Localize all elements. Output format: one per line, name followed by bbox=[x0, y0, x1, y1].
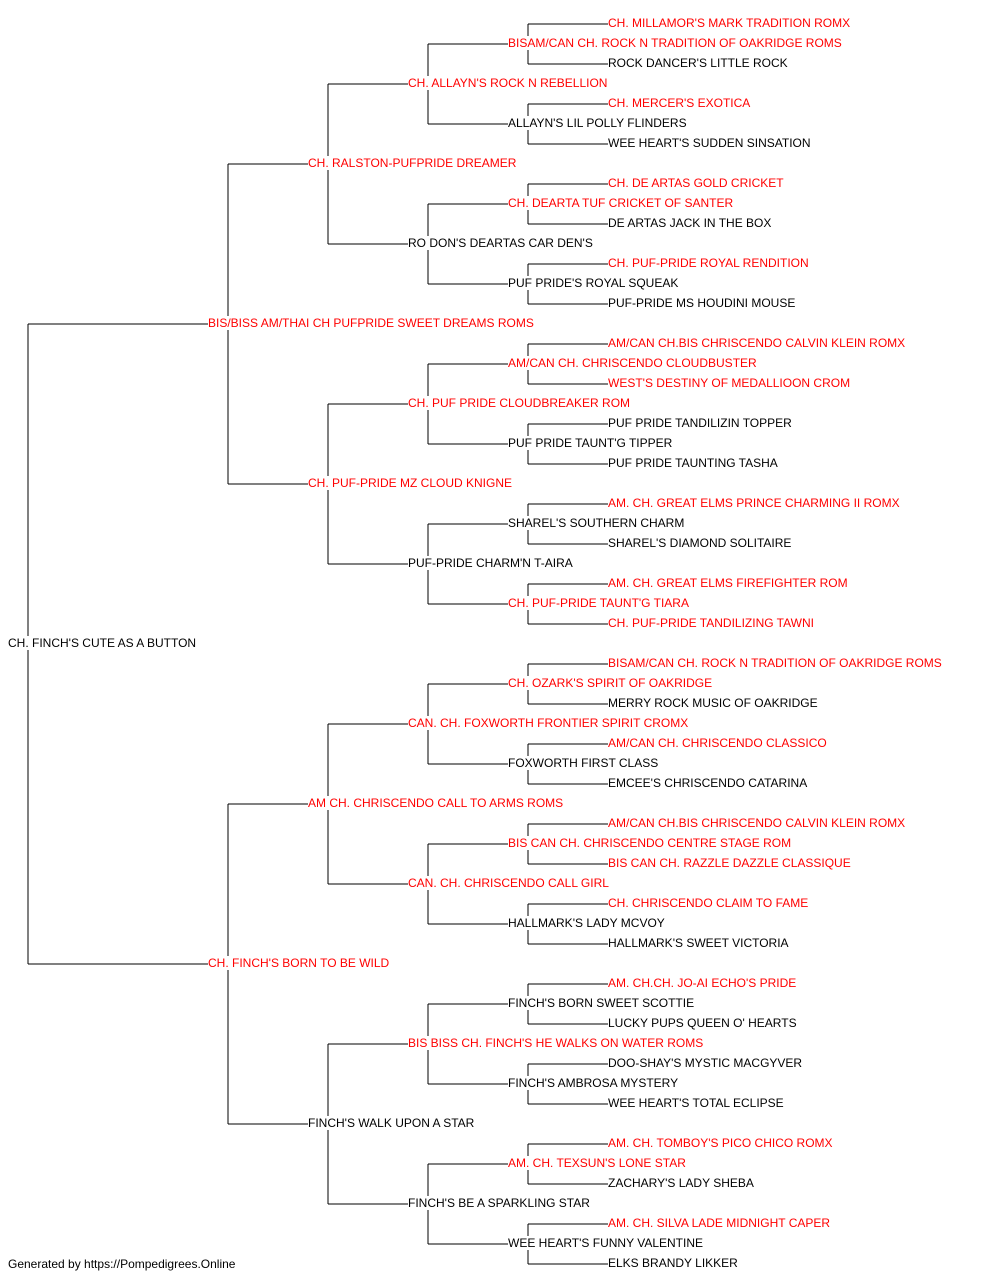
dam-name: WEST'S DESTINY OF MEDALLIOON CROM bbox=[608, 376, 852, 390]
dam-name: CH. PUF-PRIDE MZ CLOUD KNIGNE bbox=[308, 476, 514, 490]
sire-name: CH. DE ARTAS GOLD CRICKET bbox=[608, 176, 785, 190]
dam-name: CH. PUF-PRIDE TANDILIZING TAWNI bbox=[608, 616, 816, 630]
footer-credit: Generated by https://Pompedigrees.Online bbox=[8, 1257, 236, 1271]
dam-name: SHAREL'S DIAMOND SOLITAIRE bbox=[608, 536, 793, 550]
sire-name: AM. CH. GREAT ELMS FIREFIGHTER ROM bbox=[608, 576, 849, 590]
subject-dog-name: CH. FINCH'S CUTE AS A BUTTON bbox=[8, 636, 198, 650]
dam-name: EMCEE'S CHRISCENDO CATARINA bbox=[608, 776, 809, 790]
dam-name: PUF PRIDE TAUNTING TASHA bbox=[608, 456, 779, 470]
dam-name: PUF PRIDE'S ROYAL SQUEAK bbox=[508, 276, 680, 290]
dam-name: ELKS BRANDY LIKKER bbox=[608, 1256, 739, 1270]
dam-name: HALLMARK'S LADY MCVOY bbox=[508, 916, 666, 930]
sire-name: AM/CAN CH.BIS CHRISCENDO CALVIN KLEIN RO… bbox=[608, 816, 907, 830]
sire-name: AM. CH. GREAT ELMS PRINCE CHARMING II RO… bbox=[608, 496, 901, 510]
sire-name: CH. ALLAYN'S ROCK N REBELLION bbox=[408, 76, 609, 90]
dam-name: WEE HEART'S FUNNY VALENTINE bbox=[508, 1236, 704, 1250]
dam-name: PUF-PRIDE MS HOUDINI MOUSE bbox=[608, 296, 797, 310]
dam-name: FINCH'S AMBROSA MYSTERY bbox=[508, 1076, 680, 1090]
dam-name: FINCH'S WALK UPON A STAR bbox=[308, 1116, 476, 1130]
dam-name: ROCK DANCER'S LITTLE ROCK bbox=[608, 56, 789, 70]
sire-name: AM/CAN CH. CHRISCENDO CLOUDBUSTER bbox=[508, 356, 758, 370]
dam-name: DE ARTAS JACK IN THE BOX bbox=[608, 216, 773, 230]
dam-name: WEE HEART'S TOTAL ECLIPSE bbox=[608, 1096, 785, 1110]
sire-name: AM/CAN CH. CHRISCENDO CLASSICO bbox=[608, 736, 828, 750]
sire-name: CH. CHRISCENDO CLAIM TO FAME bbox=[608, 896, 810, 910]
dam-name: CAN. CH. CHRISCENDO CALL GIRL bbox=[408, 876, 610, 890]
sire-name: CH. PUF PRIDE CLOUDBREAKER ROM bbox=[408, 396, 632, 410]
sire-name: AM. CH.CH. JO-AI ECHO'S PRIDE bbox=[608, 976, 798, 990]
sire-name: AM. CH. TEXSUN'S LONE STAR bbox=[508, 1156, 687, 1170]
dam-name: ALLAYN'S LIL POLLY FLINDERS bbox=[508, 116, 688, 130]
dam-name: MERRY ROCK MUSIC OF OAKRIDGE bbox=[608, 696, 819, 710]
sire-name: CH. DEARTA TUF CRICKET OF SANTER bbox=[508, 196, 735, 210]
sire-name: AM CH. CHRISCENDO CALL TO ARMS ROMS bbox=[308, 796, 565, 810]
dam-name: CH. PUF-PRIDE TAUNT'G TIARA bbox=[508, 596, 690, 610]
sire-name: AM. CH. TOMBOY'S PICO CHICO ROMX bbox=[608, 1136, 834, 1150]
dam-name: LUCKY PUPS QUEEN O' HEARTS bbox=[608, 1016, 798, 1030]
dam-name: HALLMARK'S SWEET VICTORIA bbox=[608, 936, 790, 950]
dam-name: CH. FINCH'S BORN TO BE WILD bbox=[208, 956, 391, 970]
dam-name: PUF-PRIDE CHARM'N T-AIRA bbox=[408, 556, 574, 570]
sire-name: CAN. CH. FOXWORTH FRONTIER SPIRIT CROMX bbox=[408, 716, 690, 730]
sire-name: BISAM/CAN CH. ROCK N TRADITION OF OAKRID… bbox=[508, 36, 843, 50]
dam-name: WEE HEART'S SUDDEN SINSATION bbox=[608, 136, 812, 150]
sire-name: CH. PUF-PRIDE ROYAL RENDITION bbox=[608, 256, 810, 270]
sire-name: AM. CH. SILVA LADE MIDNIGHT CAPER bbox=[608, 1216, 832, 1230]
dam-name: RO DON'S DEARTAS CAR DEN'S bbox=[408, 236, 594, 250]
sire-name: CH. OZARK'S SPIRIT OF OAKRIDGE bbox=[508, 676, 714, 690]
sire-name: PUF PRIDE TANDILIZIN TOPPER bbox=[608, 416, 793, 430]
dam-name: FOXWORTH FIRST CLASS bbox=[508, 756, 660, 770]
sire-name: SHAREL'S SOUTHERN CHARM bbox=[508, 516, 686, 530]
sire-name: FINCH'S BORN SWEET SCOTTIE bbox=[508, 996, 696, 1010]
sire-name: BIS BISS CH. FINCH'S HE WALKS ON WATER R… bbox=[408, 1036, 705, 1050]
sire-name: AM/CAN CH.BIS CHRISCENDO CALVIN KLEIN RO… bbox=[608, 336, 907, 350]
dam-name: FINCH'S BE A SPARKLING STAR bbox=[408, 1196, 591, 1210]
sire-name: BIS CAN CH. CHRISCENDO CENTRE STAGE ROM bbox=[508, 836, 793, 850]
sire-name: CH. MERCER'S EXOTICA bbox=[608, 96, 752, 110]
sire-name: BIS/BISS AM/THAI CH PUFPRIDE SWEET DREAM… bbox=[208, 316, 535, 330]
sire-name: BISAM/CAN CH. ROCK N TRADITION OF OAKRID… bbox=[608, 656, 943, 670]
sire-name: CH. RALSTON-PUFPRIDE DREAMER bbox=[308, 156, 518, 170]
dam-name: PUF PRIDE TAUNT'G TIPPER bbox=[508, 436, 674, 450]
dam-name: BIS CAN CH. RAZZLE DAZZLE CLASSIQUE bbox=[608, 856, 852, 870]
sire-name: CH. MILLAMOR'S MARK TRADITION ROMX bbox=[608, 16, 852, 30]
sire-name: DOO-SHAY'S MYSTIC MACGYVER bbox=[608, 1056, 804, 1070]
dam-name: ZACHARY'S LADY SHEBA bbox=[608, 1176, 755, 1190]
